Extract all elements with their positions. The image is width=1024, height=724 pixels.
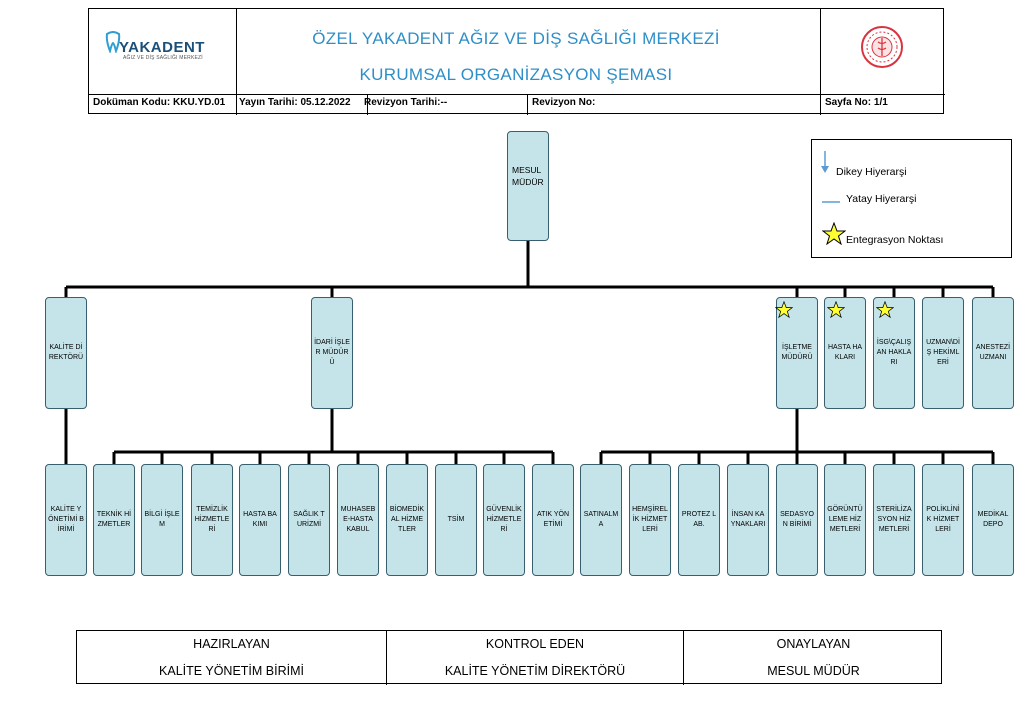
node-sterilizasyon-hizmetleri: STERİLİZASYON HİZMETLERİ [873,464,915,576]
horizontal-line-icon [822,201,840,203]
node-sedasyon-birimi: SEDASYON BİRİMİ [776,464,818,576]
ministry-seal-icon [861,26,903,68]
publish-date: Yayın Tarihi: 05.12.2022 [239,97,351,108]
integration-star-icon [876,301,894,318]
integration-star-icon [775,301,793,318]
document-code: Doküman Kodu: KKU.YD.01 [93,97,226,108]
node-saglik-turizmi: SAĞLIK TURİZMİ [288,464,330,576]
node-kalite-yonetimi-birimi: KALİTE YÖNETİMİ BİRİMİ [45,464,87,576]
node-teknik-hizmetler: TEKNİK HİZMETLER [93,464,135,576]
vertical-arrow-icon [821,151,829,173]
node-kalite-direktoru: KALİTE DİREKTÖRÜ [45,297,87,409]
node-hasta-bakimi: HASTA BAKIMI [239,464,281,576]
approval-cell-controlled: KONTROL EDEN KALİTE YÖNETİM DİREKTÖRÜ [387,631,683,685]
node-guvenlik-hizmetleri: GÜVENLİK HİZMETLERİ [483,464,525,576]
node-satinalma: SATINALMA [580,464,622,576]
approval-name: MESUL MÜDÜR [767,664,860,678]
node-medikal-depo: MEDİKAL DEPO [972,464,1014,576]
approval-cell-approved: ONAYLAYAN MESUL MÜDÜR [684,631,943,685]
legend-integration-label: Entegrasyon Noktası [846,234,944,246]
approval-role: HAZIRLAYAN [193,637,270,651]
legend-vertical-label: Dikey Hiyerarşi [836,166,907,178]
logo-subtitle: AĞIZ VE DİŞ SAĞLIĞI MERKEZİ [123,55,203,61]
node-muhasebe-hasta-kabul: MUHASEBE-HASTA KABUL [337,464,379,576]
integration-star-icon [827,301,845,318]
legend-horizontal-label: Yatay Hiyerarşi [846,193,917,205]
approval-name: KALİTE YÖNETİM DİREKTÖRÜ [444,664,626,678]
node-bilgi-islem: BİLGİ İŞLEM [141,464,183,576]
node-protez-lab: PROTEZ LAB. [678,464,720,576]
node-goruntuleme-hizmetleri: GÖRÜNTÜLEME HİZMETLERİ [824,464,866,576]
page-number: Sayfa No: 1/1 [825,97,888,108]
revision-number: Revizyon No: [532,97,596,108]
node-uzman-dis-hekimleri: UZMAN\DİŞ HEKİMLERİ [922,297,964,409]
node-biomedikal-hizmetler: BİOMEDİKAL HİZMETLER [386,464,428,576]
node-hemsirelik-hizmetleri: HEMŞİRELİK HİZMETLERİ [629,464,671,576]
approval-name: KALİTE YÖNETİM BİRİMİ [159,664,304,678]
node-isletme-muduru: İŞLETME MÜDÜRÜ [776,297,818,409]
approval-cell-prepared: HAZIRLAYAN KALİTE YÖNETİM BİRİMİ [77,631,386,685]
node-anestezi-uzmani: ANESTEZİ UZMANI [972,297,1014,409]
node-mesul-mudur: MESUL MÜDÜR [507,131,549,241]
logo-text: YAKADENT [119,39,205,56]
integration-star-icon [822,222,846,245]
document-header: YAKADENT AĞIZ VE DİŞ SAĞLIĞI MERKEZİ ÖZE… [88,8,945,115]
legend: Dikey Hiyerarşi Yatay Hiyerarşi Entegras… [811,139,1012,258]
revision-date: Revizyon Tarihi:-- [364,97,448,108]
tooth-logo-icon [105,31,121,53]
approval-table: HAZIRLAYAN KALİTE YÖNETİM BİRİMİ KONTROL… [76,630,943,685]
approval-role: KONTROL EDEN [485,637,585,651]
node-tsim: TSİM [435,464,477,576]
page-title: ÖZEL YAKADENT AĞIZ VE DİŞ SAĞLIĞI MERKEZ… [312,29,720,48]
node-temizlik-hizmetleri: TEMİZLİK HİZMETLERİ [191,464,233,576]
approval-role: ONAYLAYAN [776,637,851,651]
page-subtitle: KURUMSAL ORGANİZASYON ŞEMASI [359,65,673,84]
node-atik-yonetimi: ATIK YÖNETİMİ [532,464,574,576]
node-idari-isler-muduru: İDARİ İŞLER MÜDÜRÜ [311,297,353,409]
node-insan-kaynaklari: İNSAN KAYNAKLARI [727,464,769,576]
node-poliklinik-hizmetleri: POLİKLİNİK HİZMETLERİ [922,464,964,576]
